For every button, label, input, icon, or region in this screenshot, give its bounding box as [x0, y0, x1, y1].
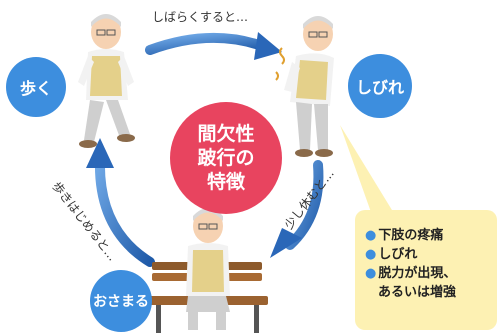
center-title-line-2: 跛行の [197, 147, 255, 169]
stage-rest-label: おさまる [93, 294, 149, 310]
symptom-item-continuation: あるいは増強 [365, 283, 456, 302]
stage-walk-label: 歩く [19, 79, 52, 98]
stage-numbness-label: しびれ [355, 78, 404, 97]
symptom-continuation-label: あるいは増強 [378, 285, 457, 300]
stage-numbness-badge: しびれ [348, 54, 412, 118]
symptom-list: ● 下肢の疼痛 ● しびれ ● 脱力が出現、 あるいは増強 [365, 226, 456, 302]
center-title-line-1: 間欠性 [197, 123, 255, 145]
stage-walk-badge: 歩く [6, 57, 66, 117]
center-title-badge: 間欠性 跛行の 特徴 [170, 102, 282, 214]
arrow-left [94, 155, 155, 267]
symptom-item: ● しびれ [365, 247, 418, 262]
symptom-item-label: しびれ [378, 247, 418, 262]
arrow-right-head [270, 228, 302, 258]
center-title-line-3: 特徴 [206, 171, 245, 193]
symptom-item-label: 脱力が出現、 [378, 266, 457, 281]
arrow-left-head [86, 138, 114, 168]
symptom-item: ● 下肢の疼痛 [365, 228, 444, 243]
symptom-item: ● 脱力が出現、 [365, 266, 457, 281]
symptom-item-label: 下肢の疼痛 [378, 228, 444, 243]
arrow-top-head [254, 32, 282, 60]
arrow-top [145, 32, 267, 55]
arrow-top-label: しばらくすると… [152, 10, 249, 24]
stage-rest-badge: おさまる [90, 270, 152, 332]
